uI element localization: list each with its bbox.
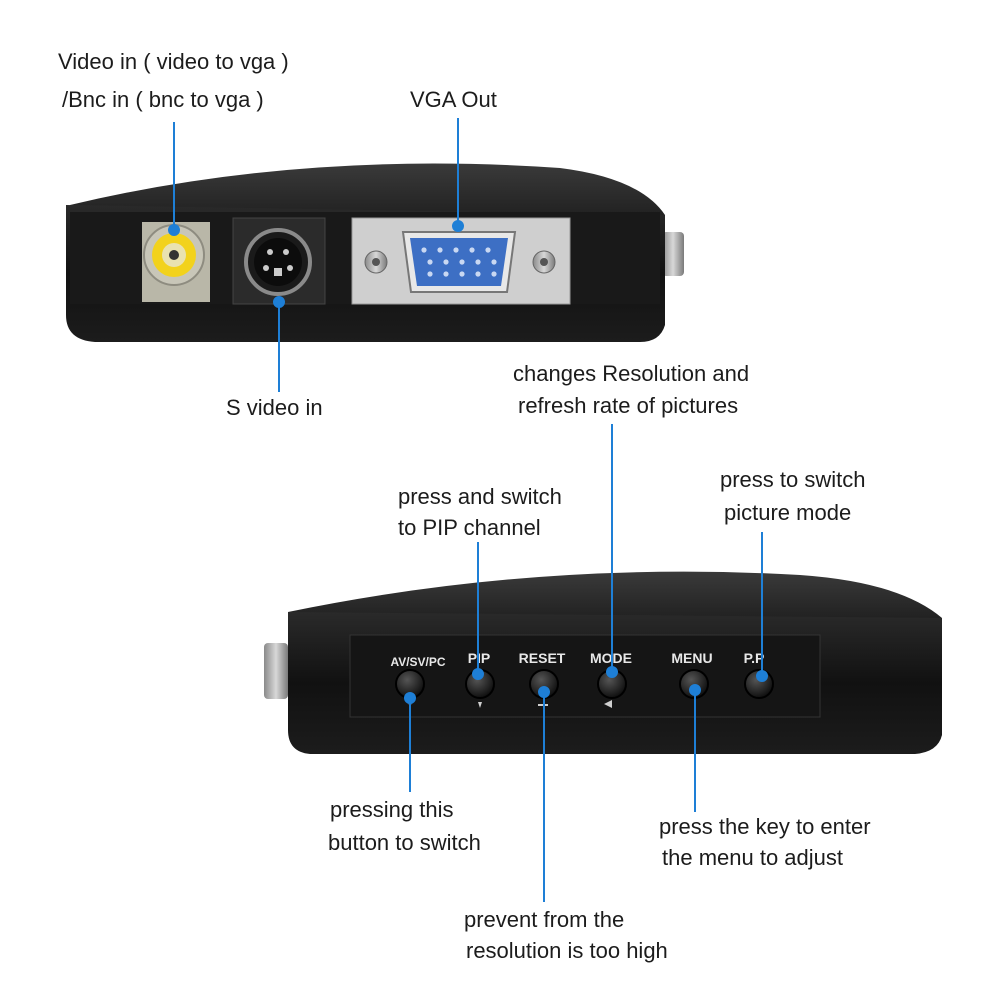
callout-reset-line2: resolution is too high [466, 938, 668, 963]
btn-label-source: AV/SV/PC [390, 655, 445, 669]
bottom-device: AV/SV/PC PIP RESET MODE MENU P.P [264, 571, 942, 754]
button-panel [349, 634, 821, 718]
vga-port [351, 217, 571, 305]
callout-video-in-line1: Video in ( video to vga ) [58, 49, 289, 74]
callout-resolution-line1: changes Resolution and [513, 361, 750, 386]
btn-label-reset: RESET [519, 650, 566, 666]
side-screw-left [264, 643, 288, 699]
callout-vga-out: VGA Out [410, 87, 497, 112]
callout-pip-line2: to PIP channel [398, 515, 541, 540]
leader-lines [168, 118, 768, 902]
side-screw [662, 232, 684, 276]
callout-pp-line1: press to switch [720, 467, 866, 492]
callout-resolution-line2: refresh rate of pictures [518, 393, 739, 418]
callout-reset-line1: prevent from the [464, 907, 625, 932]
callout-menu-line2: the menu to adjust [662, 845, 844, 870]
s-video-port [232, 217, 326, 305]
callout-s-video-in: S video in [226, 395, 323, 420]
callout-source-line1: pressing this [330, 797, 454, 822]
btn-label-menu: MENU [671, 650, 712, 666]
callout-menu-line1: press the key to enter [659, 814, 871, 839]
callout-pp-line2: picture mode [724, 500, 852, 525]
btn-label-pp: P.P [744, 650, 765, 666]
top-device [66, 163, 684, 342]
callout-source-line2: button to switch [328, 830, 481, 855]
callout-pip-line1: press and switch [398, 484, 562, 509]
callout-video-in-line2: /Bnc in ( bnc to vga ) [62, 87, 264, 112]
